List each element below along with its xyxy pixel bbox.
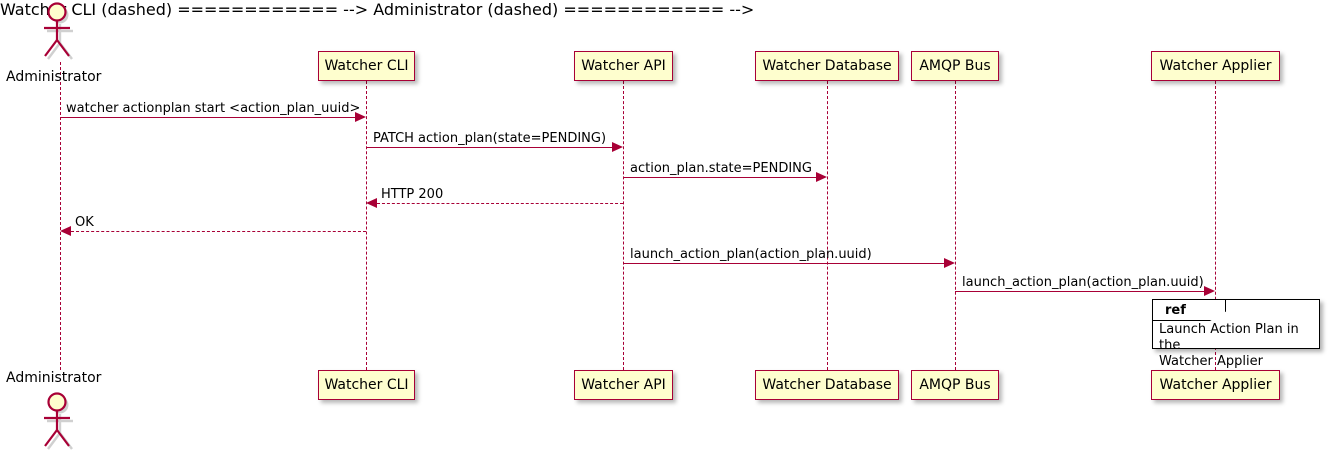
message-label-3: action_plan.state=PENDING bbox=[630, 161, 812, 176]
actor-administrator-top bbox=[35, 2, 85, 60]
participant-box-watcher-database-top[interactable]: Watcher Database bbox=[755, 51, 899, 81]
message-arrowhead-6 bbox=[944, 258, 955, 268]
ref-fragment-launch-action-plan: ref Launch Action Plan in the Watcher Ap… bbox=[1152, 299, 1320, 369]
message-label-2: PATCH action_plan(state=PENDING) bbox=[373, 131, 607, 146]
participant-box-watcher-cli-top[interactable]: Watcher CLI bbox=[318, 51, 415, 81]
message-arrowhead-3 bbox=[816, 172, 827, 182]
message-label-4: HTTP 200 bbox=[381, 187, 444, 202]
message-arrow-3 bbox=[623, 177, 817, 178]
message-arrow-1 bbox=[60, 117, 356, 118]
message-label-5: OK bbox=[75, 215, 94, 230]
message-label-1: watcher actionplan start <action_plan_uu… bbox=[66, 101, 361, 116]
message-arrowhead-5 bbox=[60, 226, 71, 236]
participant-box-watcher-api-top[interactable]: Watcher API bbox=[574, 51, 673, 81]
ref-body-text: Launch Action Plan in the Watcher Applie… bbox=[1159, 322, 1299, 369]
message-arrow-5 bbox=[71, 231, 366, 232]
actor-label-administrator-top: Administrator bbox=[6, 69, 102, 85]
message-arrowhead-7 bbox=[1204, 286, 1215, 296]
participant-box-watcher-applier-bottom[interactable]: Watcher Applier bbox=[1151, 370, 1280, 400]
lifeline-administrator bbox=[60, 62, 61, 370]
ref-tab-shape bbox=[1153, 300, 1226, 321]
participant-box-watcher-applier-top[interactable]: Watcher Applier bbox=[1151, 51, 1280, 81]
ref-tab-label: ref bbox=[1165, 303, 1186, 318]
message-arrowhead-2 bbox=[612, 142, 623, 152]
lifeline-watcher-cli bbox=[366, 81, 367, 370]
participant-box-amqp-bus-bottom[interactable]: AMQP Bus bbox=[911, 370, 999, 400]
actor-administrator-bottom bbox=[35, 392, 85, 450]
message-arrow-6 bbox=[623, 263, 945, 264]
actor-label-administrator-bottom: Administrator bbox=[6, 370, 102, 386]
message-arrow-7 bbox=[955, 291, 1205, 292]
message-arrowhead-1 bbox=[355, 112, 366, 122]
participant-box-watcher-database-bottom[interactable]: Watcher Database bbox=[755, 370, 899, 400]
participant-box-watcher-cli-bottom[interactable]: Watcher CLI bbox=[318, 370, 415, 400]
message-arrow-4 bbox=[377, 203, 623, 204]
message-label-6: launch_action_plan(action_plan.uuid) bbox=[630, 247, 872, 262]
participant-box-amqp-bus-top[interactable]: AMQP Bus bbox=[911, 51, 999, 81]
message-label-7: launch_action_plan(action_plan.uuid) bbox=[962, 275, 1204, 290]
lifeline-watcher-database bbox=[827, 81, 828, 370]
lifeline-watcher-applier bbox=[1215, 81, 1216, 370]
lifeline-amqp-bus bbox=[955, 81, 956, 370]
participant-box-watcher-api-bottom[interactable]: Watcher API bbox=[574, 370, 673, 400]
message-arrow-2 bbox=[366, 147, 613, 148]
lifeline-watcher-api bbox=[623, 81, 624, 370]
message-arrowhead-4 bbox=[366, 198, 377, 208]
